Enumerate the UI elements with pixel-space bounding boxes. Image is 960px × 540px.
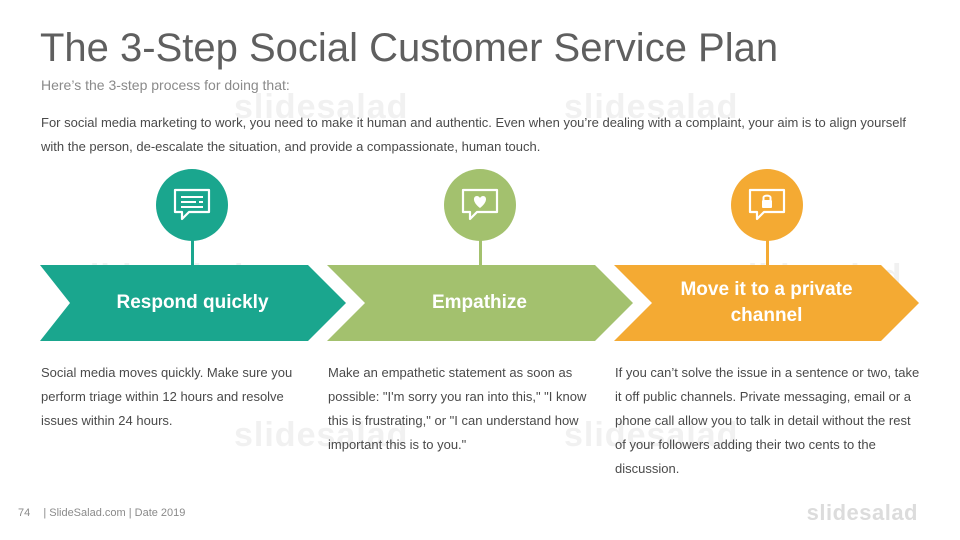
step-2-connector	[479, 230, 482, 267]
step-1-label: Respond quickly	[116, 292, 269, 313]
step-2-icon-circle	[444, 169, 516, 241]
step-1-arrow	[40, 265, 346, 341]
step-3-icon-circle	[731, 169, 803, 241]
heart-message-icon	[461, 188, 499, 221]
footer-text: | SlideSalad.com | Date 2019	[43, 507, 186, 519]
page-number: 74	[18, 507, 31, 519]
slide-subtitle: Here’s the 3-step process for doing that…	[41, 77, 290, 93]
step-3-arrow	[614, 265, 919, 341]
chat-message-icon	[173, 188, 211, 221]
brand-logo: slidesalad	[806, 500, 918, 525]
footer: 74 | SlideSalad.com | Date 2019	[18, 507, 185, 519]
process-arrows	[40, 265, 919, 341]
step-2-arrow	[327, 265, 633, 341]
lock-message-icon	[748, 188, 786, 221]
step-1-connector	[191, 230, 194, 267]
step-3-connector	[766, 230, 769, 267]
step-1-description: Social media moves quickly. Make sure yo…	[41, 365, 293, 428]
step-2-label: Empathize	[431, 292, 528, 313]
intro-paragraph: For social media marketing to work, you …	[41, 115, 906, 154]
slide-title: The 3-Step Social Customer Service Plan	[40, 26, 779, 70]
step-3-label: Move it to a private channel	[680, 279, 853, 326]
step-3-description: If you can’t solve the issue in a senten…	[615, 365, 920, 476]
step-2-description: Make an empathetic statement as soon as …	[328, 365, 587, 452]
step-1-icon-circle	[156, 169, 228, 241]
